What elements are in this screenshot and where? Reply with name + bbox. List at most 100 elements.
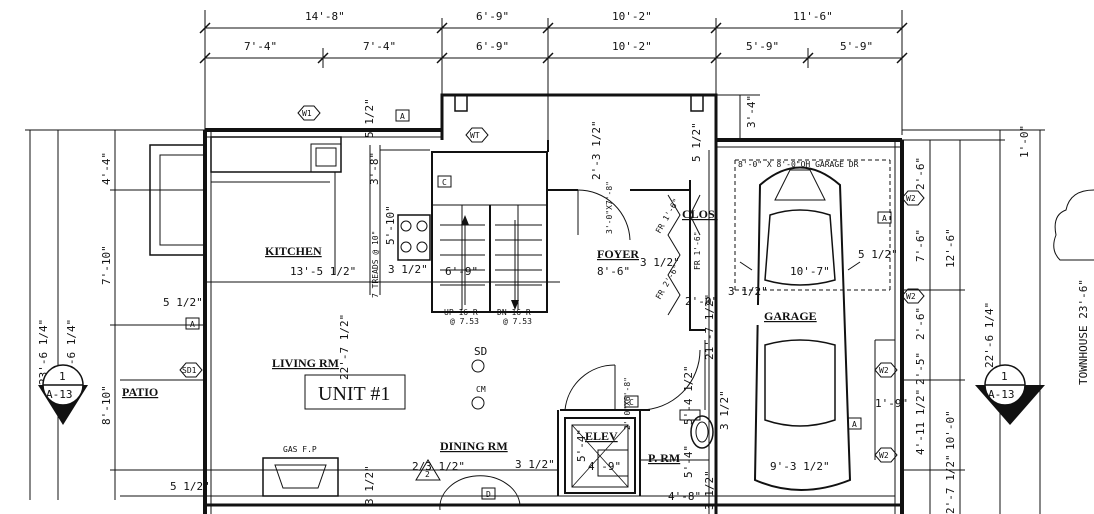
tag-w2-a: W2 [906,194,916,203]
note-gas-fp: GAS F.P [283,445,317,454]
dim-powder-4-8: 4'-8" [668,490,701,503]
tag-a-1: A [400,112,405,121]
note-stair-up-rise: @ 7.53 [450,317,479,326]
unit-label-box [304,374,406,410]
interior-walls [546,140,709,496]
dim-misc-5half-c: 5 1/2" [163,296,203,309]
dim-misc-5half-b: 5 1/2" [690,122,703,162]
elevator [564,417,636,494]
dim-right-2-6b: 2'-6" [914,307,927,340]
room-foyer: FOYER [597,247,639,261]
room-garage: GARAGE [764,309,817,323]
dim-misc-3half-3: 3 1/2" [718,390,731,430]
tag-sd1: SD1 [182,366,197,375]
dim-sub-3: 6'-9" [476,40,509,53]
dim-21-7half-a: 21'-7 1/2" [703,294,716,360]
dining-table-arc [439,475,521,511]
dim-right-2-5: 2'-5" [914,352,927,385]
kitchen-counters [210,136,431,295]
dim-left-1: 23'-6 1/4" [37,319,50,385]
dim-misc-3half-4: 3 1/2" [363,465,376,505]
room-kitchen: KITCHEN [265,244,322,258]
dim-right-4-11half: 4'-11 1/2" [914,389,927,455]
section-left-sheet: A-13 [46,388,73,401]
room-dining: DINING RM [440,439,508,453]
dim-right-10-0: 10'-0" [944,410,957,450]
revision-triangle [415,459,441,481]
note-stair-dn: DN 16 R [497,308,531,317]
dim-2-0: 2'-0" [685,295,718,308]
dim-kitchen-5-10: 5'-10" [384,205,397,245]
garage [734,159,891,291]
section-left-num: 1 [59,370,66,383]
room-patio: PATIO [122,385,158,399]
tag-a-2: A [190,320,195,329]
garage-label-bg [755,305,835,325]
dim-right-2-6a: 2'-6" [914,157,927,190]
dim-22-7half: 22'-7 1/2" [338,314,351,380]
tag-d: D [486,490,491,499]
room-living: LIVING RM [272,356,339,370]
tag-w1: W1 [302,109,312,118]
dim-top-4: 11'-6" [793,10,833,23]
tag-wt: WT [470,131,480,140]
revision-num: 2 [425,470,430,479]
dim-left-4: 7'-10" [100,245,113,285]
dim-right-1-9: 1'-9" [875,397,908,410]
stair [431,151,548,313]
dim-misc-1: 5 1/2" [363,98,376,138]
dim-garage-9-3half: 9'-3 1/2" [770,460,830,473]
dim-right-22-6: 22'-6 1/4" [983,302,996,368]
detectors [471,359,485,410]
dim-right-2-7half: 2'-7 1/2" [944,454,957,514]
window-tags [179,105,925,463]
dim-top-2: 6'-9" [476,10,509,23]
dim-top-1: 14'-8" [305,10,345,23]
dim-bay-depth: 3'-4" [745,95,758,128]
note-garage-door: 8'-0" X 8'-0"OH GARAGE DR [738,160,859,169]
dim-foyer-2-3half: 2'-3 1/2" [590,120,603,180]
right-dimension-lines [874,129,1045,514]
dim-top-3: 10'-2" [612,10,652,23]
note-treads: 7 TREADS @ 10" [371,231,380,298]
dim-left-5: 8'-10" [100,385,113,425]
room-powder: P. RM [648,451,680,465]
dim-elev-height: 5'-4" [575,429,588,462]
dim-sub-5: 5'-9" [746,40,779,53]
tag-a-3: A [882,214,887,223]
dim-dining-3half: 3 1/2" [515,458,555,471]
box-tags [185,109,892,500]
section-marker-right [975,364,1045,425]
tag-a-4: A [852,420,857,429]
dim-sub-1: 7'-4" [244,40,277,53]
note-door-cl3: FR 1'-6" [693,231,702,270]
room-elevator: ELEV [585,429,618,443]
note-sd: SD [474,345,487,358]
note-door-foyer: 3'-0"X7'-8" [605,181,614,234]
dim-dining-2-3half: 2/3 1/2" [412,460,465,473]
tag-w2-d: W2 [879,451,889,460]
dim-left-3: 4'-4" [100,152,113,185]
fireplace [262,457,339,497]
exterior-walls [120,128,904,514]
left-dimension-lines [25,129,206,500]
note-townhouse: TOWNHOUSE 23'-6" [1077,279,1090,385]
dim-powder-5-4: 5'-4" [682,445,695,478]
top-dimension-lines [199,10,908,140]
section-marker-left [38,364,88,425]
note-cm: CM [476,385,486,394]
dim-sub-4: 10'-2" [612,40,652,53]
tag-c-1: C [442,178,447,187]
note-door-elev: 2'-0"X6'-8" [623,377,632,430]
unit-label: UNIT #1 [318,383,390,405]
dim-right-12-6: 12'-6" [944,228,957,268]
room-closet: CLOS. [682,207,718,221]
bay-window [440,93,760,140]
dim-foyer-3half: 3 1/2" [640,256,680,269]
dim-right-7-6: 7'-6" [914,229,927,262]
tree-outline [1053,189,1094,261]
dim-powder-5-4half: 5'-4 1/2" [682,365,695,425]
dim-garage-10-7: 10'-7" [790,265,830,278]
tag-w2-c: W2 [879,366,889,375]
